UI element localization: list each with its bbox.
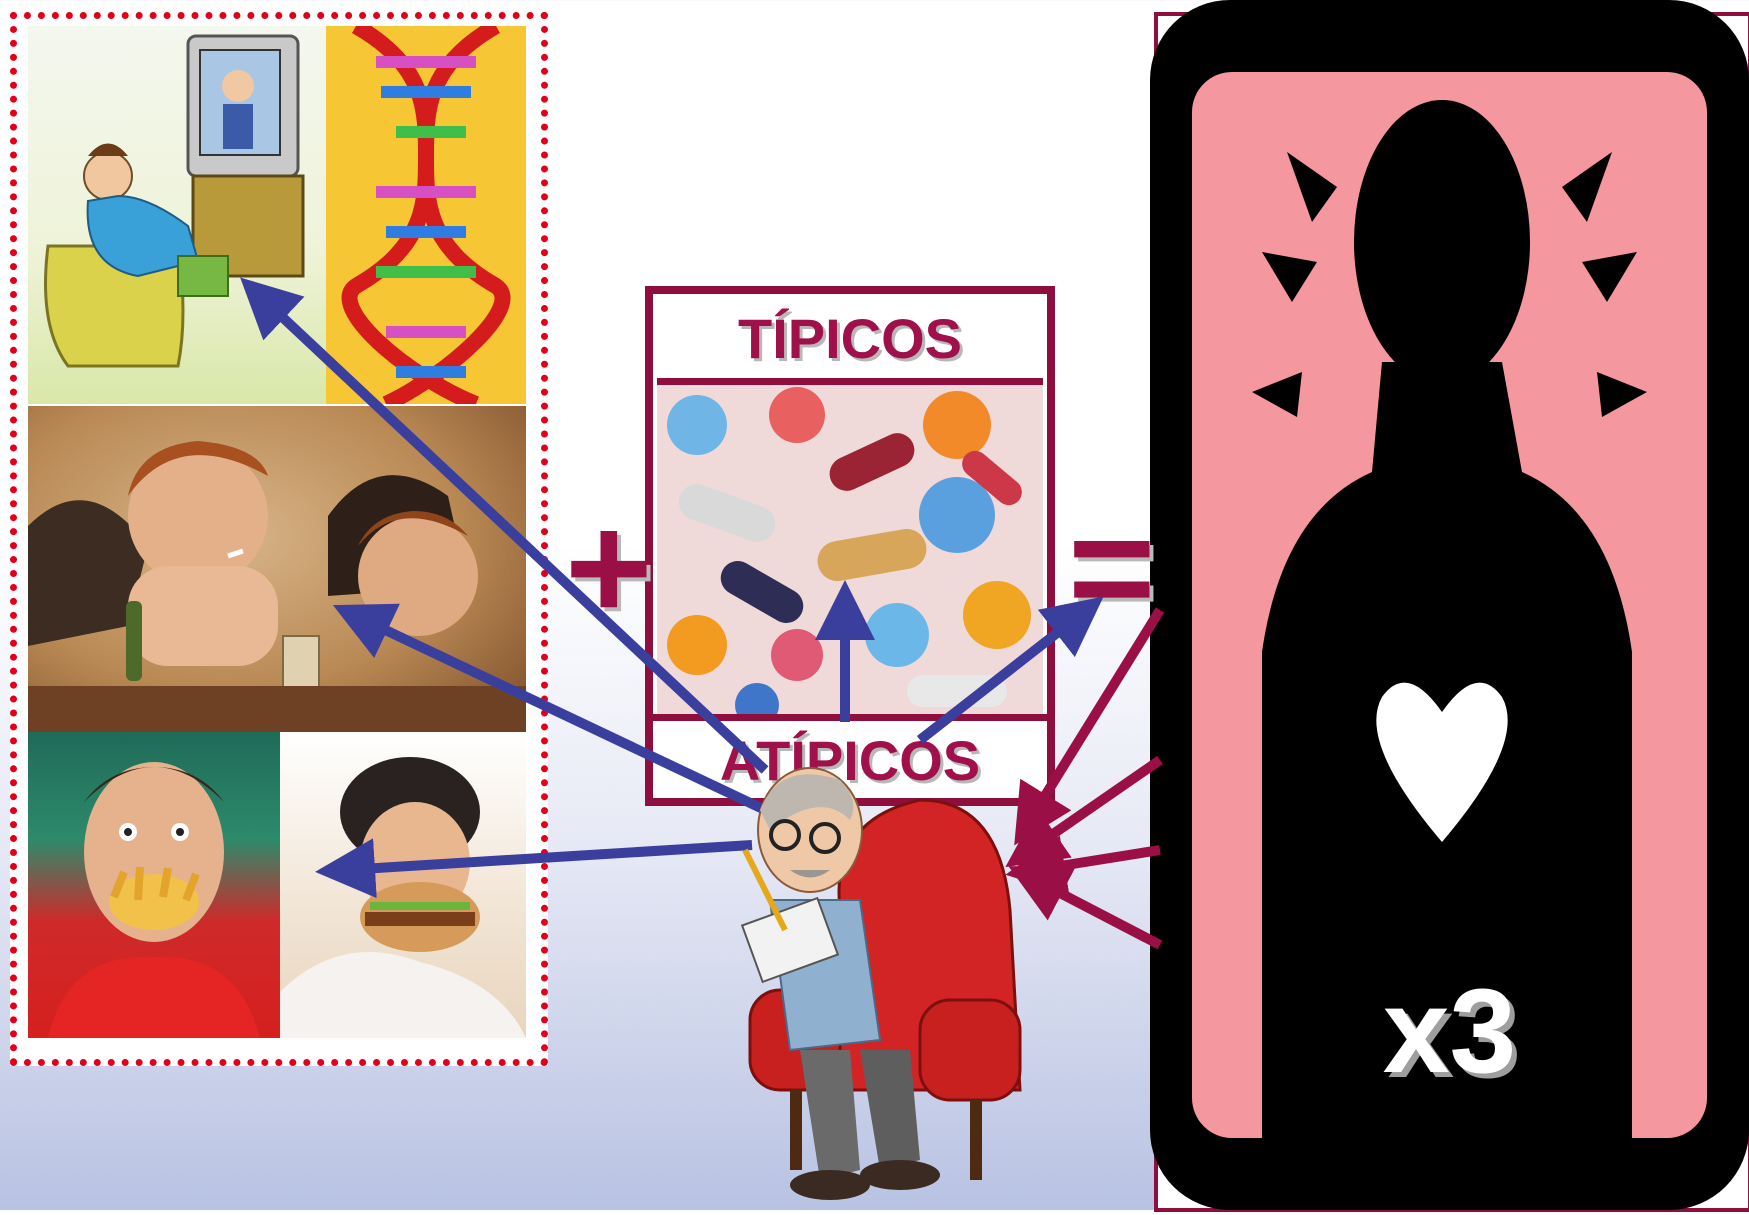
doctor-in-armchair-image (730, 760, 1030, 1210)
figure-arrows (1030, 610, 1160, 945)
arrow-to-equals (920, 615, 1080, 740)
arrow-from-figure-2 (1030, 760, 1160, 850)
arrow-to-fries (345, 845, 752, 870)
arrow-from-figure-4 (1035, 880, 1160, 945)
arrow-from-figure-3 (1035, 850, 1160, 870)
arrow-to-tv (262, 298, 765, 770)
doctor-illustration (730, 760, 1030, 1210)
